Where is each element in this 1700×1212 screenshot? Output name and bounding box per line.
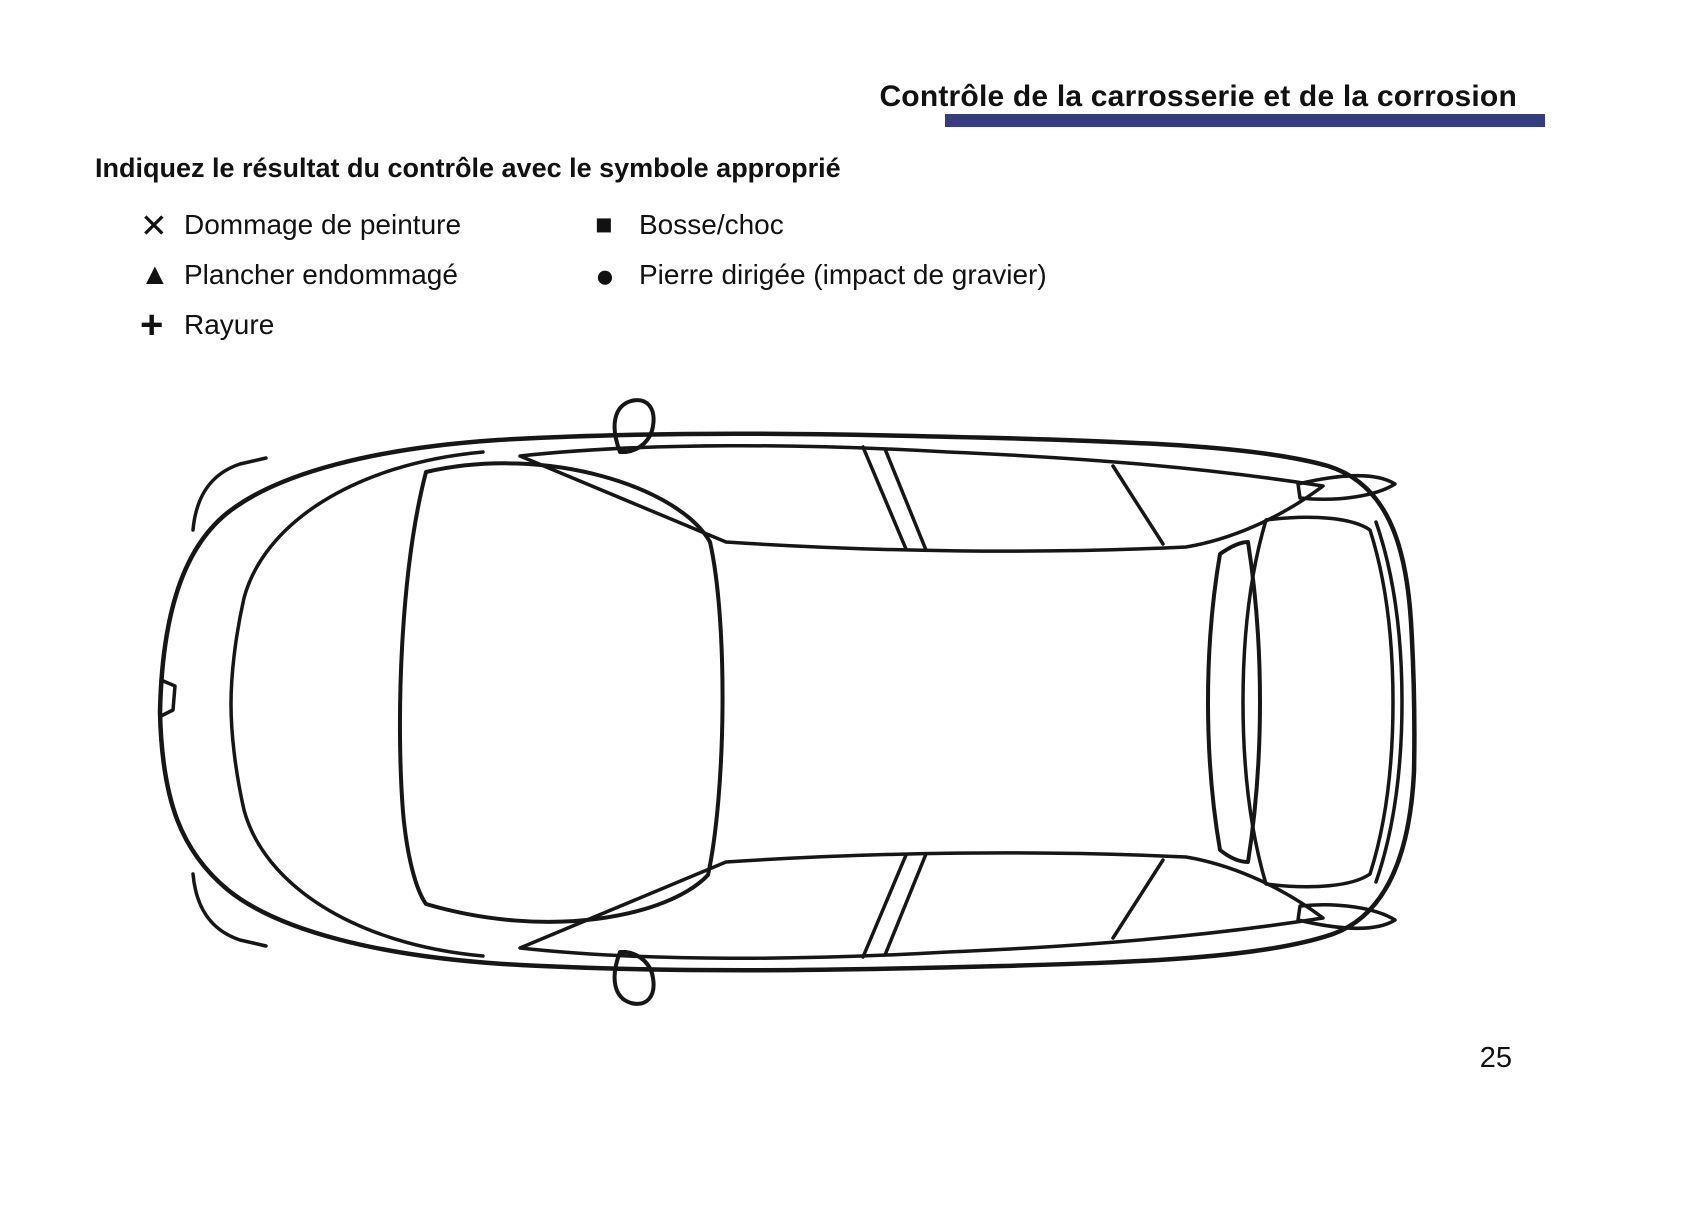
car-hatch-outline: [1241, 515, 1395, 889]
car-mirror-bottom: [612, 950, 656, 1006]
legend-item-paint-damage: ✕ Dommage de peinture: [140, 200, 595, 250]
legend-label-dent: Bosse/choc: [639, 209, 784, 240]
car-b-pillar-bottom: [861, 853, 908, 959]
symbol-legend: ✕ Dommage de peinture ▲ Plancher endomma…: [140, 200, 1047, 350]
legend-item-floor-damage: ▲ Plancher endommagé: [140, 250, 595, 300]
circle-icon: ●: [595, 256, 615, 294]
car-hood-line: [229, 450, 485, 958]
car-b-pillar-bottom-2: [883, 852, 928, 957]
car-b-pillar-top: [861, 445, 908, 551]
plus-icon: +: [140, 303, 164, 347]
car-c-pillar-bottom: [1111, 858, 1165, 940]
car-windshield: [397, 461, 725, 924]
page-title: Contrôle de la carrosserie et de la corr…: [879, 80, 1517, 113]
car-top-view-diagram: [148, 392, 1428, 1012]
car-mirror-top: [612, 398, 656, 454]
car-side-glass-bottom: [518, 851, 1325, 961]
car-nose-notch: [159, 678, 177, 718]
page-number: 25: [1479, 1042, 1512, 1074]
car-taillight-bottom: [1296, 903, 1397, 930]
car-headlight-bottom: [191, 872, 268, 948]
legend-item-scratch: + Rayure: [140, 300, 595, 350]
triangle-icon: ▲: [140, 258, 170, 291]
car-body-outline: [157, 431, 1417, 973]
car-rear-edge-line: [1374, 520, 1404, 884]
legend-column-1: ✕ Dommage de peinture ▲ Plancher endomma…: [140, 200, 595, 350]
legend-label-scratch: Rayure: [184, 309, 275, 340]
legend-label-stone-chip: Pierre dirigée (impact de gravier): [639, 259, 1047, 290]
square-icon: ■: [595, 208, 613, 241]
legend-column-2: ■ Bosse/choc ● Pierre dirigée (impact de…: [595, 200, 1047, 300]
car-outline-svg: [157, 398, 1417, 1006]
car-rear-window: [1206, 540, 1262, 864]
car-b-pillar-top-2: [883, 447, 928, 552]
legend-label-paint-damage: Dommage de peinture: [184, 209, 462, 240]
car-taillight-top: [1296, 474, 1397, 501]
car-headlight-top: [191, 456, 268, 532]
legend-item-stone-chip: ● Pierre dirigée (impact de gravier): [595, 250, 1047, 300]
title-underline-bar: [945, 114, 1545, 127]
legend-item-dent: ■ Bosse/choc: [595, 200, 1047, 250]
legend-label-floor-damage: Plancher endommagé: [184, 259, 458, 290]
instruction-text: Indiquez le résultat du contrôle avec le…: [95, 153, 841, 183]
car-side-glass-top: [518, 443, 1325, 553]
x-mark-icon: ✕: [140, 206, 168, 244]
car-c-pillar-top: [1111, 464, 1165, 546]
